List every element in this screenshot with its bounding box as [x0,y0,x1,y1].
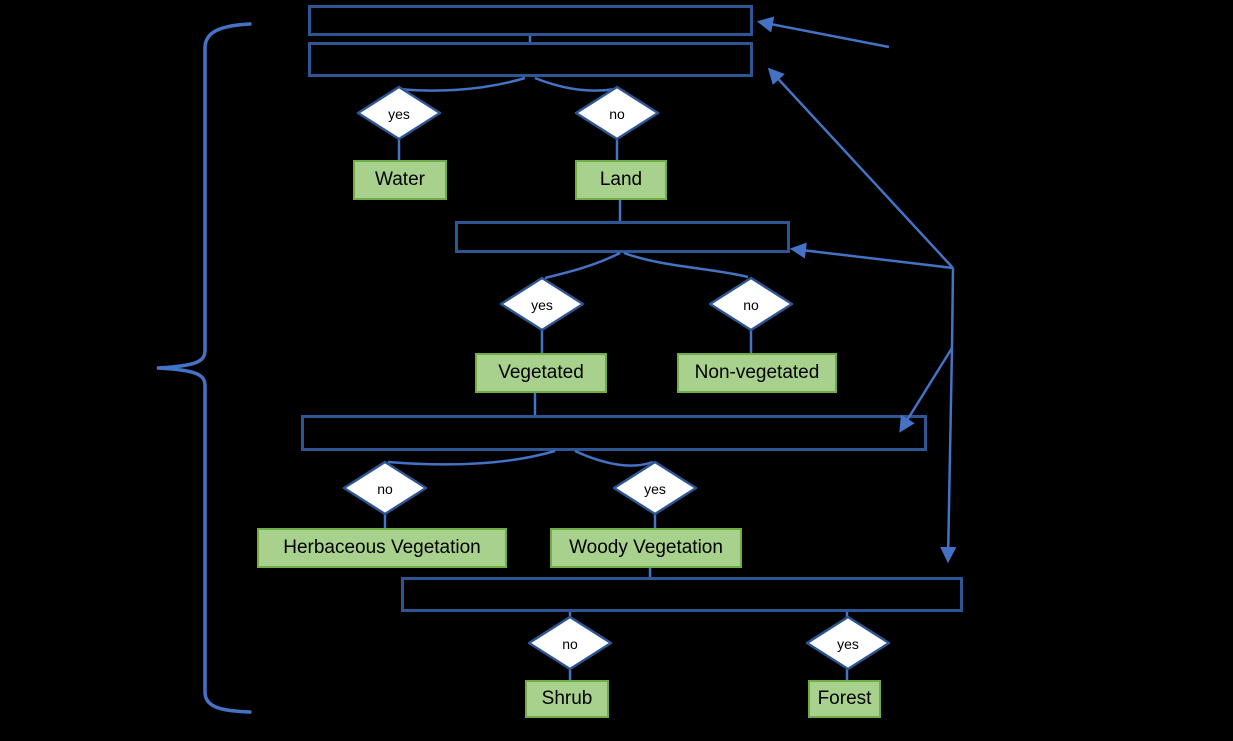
question-box-5 [401,577,963,612]
connector-box4-yes3 [574,449,654,467]
class-box-land: Land [575,160,667,200]
question-box-3 [455,221,790,253]
class-label-vegetated: Vegetated [498,362,584,383]
decision-label-2-left: yes [531,297,553,313]
class-label-non-vegetated: Non-vegetated [694,362,820,383]
arrow-to-box2 [767,67,954,269]
decision-label-1-left: yes [388,106,410,122]
class-box-vegetated: Vegetated [475,353,607,393]
class-label-woody-vegetation: Woody Vegetation [569,537,723,558]
connector-box3-yes2 [544,251,621,280]
question-box-4 [301,415,927,451]
class-label-land: Land [599,169,643,190]
class-box-non-vegetated: Non-vegetated [677,353,837,393]
decision-label-3-right: yes [644,481,666,497]
arrow-to-box5 [940,347,957,564]
connector-box3-no2 [623,251,749,279]
arrow-trunk-vertical [950,267,955,349]
class-box-water: Water [353,160,447,200]
class-label-water: Water [375,169,425,190]
question-box-1 [308,5,753,36]
class-box-woody-vegetation: Woody Vegetation [550,528,742,568]
connector-box4-no3 [387,449,556,466]
decision-label-2-right: no [743,297,759,313]
arrow-to-box3 [789,242,954,270]
decision-label-3-left: no [377,481,393,497]
class-label-forest: Forest [817,688,872,709]
class-box-shrub: Shrub [525,680,609,718]
class-box-herbaceous-vegetation: Herbaceous Vegetation [257,528,507,568]
arrow-to-box1 [756,16,890,49]
question-box-2 [308,42,753,77]
connector-box2-yes1 [399,76,526,92]
decision-label-1-right: no [609,106,625,122]
class-box-forest: Forest [808,680,881,718]
class-label-herbaceous-vegetation: Herbaceous Vegetation [283,537,481,558]
connector-box2-no1 [534,76,617,92]
decision-label-4-right: yes [837,636,859,652]
class-label-shrub: Shrub [541,688,593,709]
left-curly-brace [156,22,252,714]
decision-label-4-left: no [562,636,578,652]
